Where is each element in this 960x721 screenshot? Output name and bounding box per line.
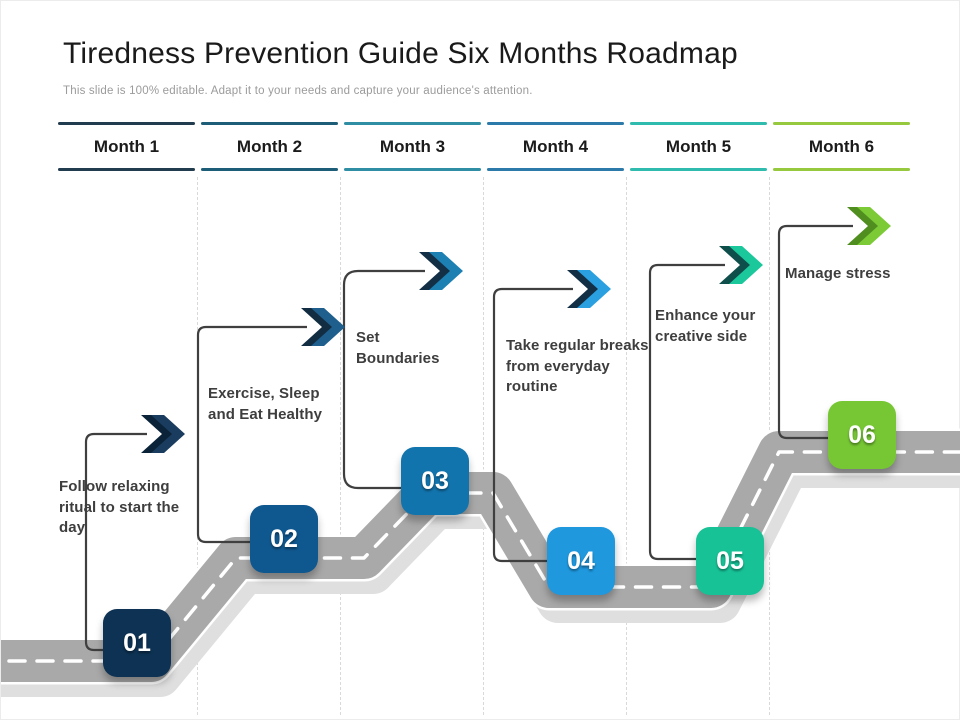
month-label: Month 4: [522, 137, 589, 156]
milestone-badge-05: 05: [696, 527, 764, 595]
milestone-text-01: Follow relaxing ritual to start the day: [59, 478, 180, 537]
milestone-badge-01: 01: [103, 609, 171, 677]
month-header-5: Month 5: [630, 122, 767, 171]
milestone-number: 02: [270, 524, 298, 553]
milestone-text-06: Manage stress: [785, 265, 891, 282]
month-header-2: Month 2: [201, 122, 338, 171]
month-header-1: Month 1: [58, 122, 195, 171]
month-line-bottom: [487, 168, 624, 171]
column-separator: [626, 177, 627, 715]
milestone-number: 06: [848, 420, 876, 449]
milestone-badge-06: 06: [828, 401, 896, 469]
arrow-6-icon: [847, 207, 891, 245]
month-line-top: [487, 122, 624, 125]
road-lane-marking: [1, 450, 960, 663]
milestone-badge-02: 02: [250, 505, 318, 573]
month-label: Month 5: [665, 137, 732, 156]
milestone-text-03: Set Boundaries: [356, 329, 440, 367]
month-line-top: [201, 122, 338, 125]
month-line-bottom: [630, 168, 767, 171]
arrow-1-icon: [141, 415, 185, 453]
arrow-3-icon: [419, 252, 463, 290]
month-label: Month 3: [379, 137, 446, 156]
milestone-number: 03: [421, 466, 449, 495]
month-line-bottom: [773, 168, 910, 171]
month-line-top: [773, 122, 910, 125]
arrow-4-icon: [567, 270, 611, 308]
month-header-4: Month 4: [487, 122, 624, 171]
arrow-2-icon: [301, 308, 345, 346]
month-header-6: Month 6: [773, 122, 910, 171]
connector-3: [342, 269, 425, 490]
connector-5: [648, 263, 725, 561]
milestone-number: 01: [123, 628, 151, 657]
milestone-text-05: Enhance your creative side: [655, 307, 756, 345]
page-title: Tiredness Prevention Guide Six Months Ro…: [63, 37, 738, 70]
subtitle: This slide is 100% editable. Adapt it to…: [63, 85, 533, 97]
milestone-number: 04: [567, 546, 595, 575]
month-line-top: [58, 122, 195, 125]
milestone-number: 05: [716, 546, 744, 575]
month-line-bottom: [344, 168, 481, 171]
month-label: Month 6: [808, 137, 875, 156]
month-label: Month 1: [93, 137, 160, 156]
month-line-bottom: [58, 168, 195, 171]
milestone-text-04: Take regular breaks from everyday routin…: [506, 337, 649, 396]
connector-4: [492, 287, 573, 563]
milestone-badge-04: 04: [547, 527, 615, 595]
column-separator: [483, 177, 484, 715]
connector-6: [777, 224, 853, 440]
milestone-badge-03: 03: [401, 447, 469, 515]
month-line-bottom: [201, 168, 338, 171]
month-line-top: [630, 122, 767, 125]
month-header-3: Month 3: [344, 122, 481, 171]
connector-1: [84, 432, 147, 652]
month-line-top: [344, 122, 481, 125]
connector-2: [196, 325, 307, 544]
column-separator: [340, 177, 341, 715]
arrow-5-icon: [719, 246, 763, 284]
milestone-text-02: Exercise, Sleep and Eat Healthy: [208, 385, 323, 423]
month-label: Month 2: [236, 137, 303, 156]
